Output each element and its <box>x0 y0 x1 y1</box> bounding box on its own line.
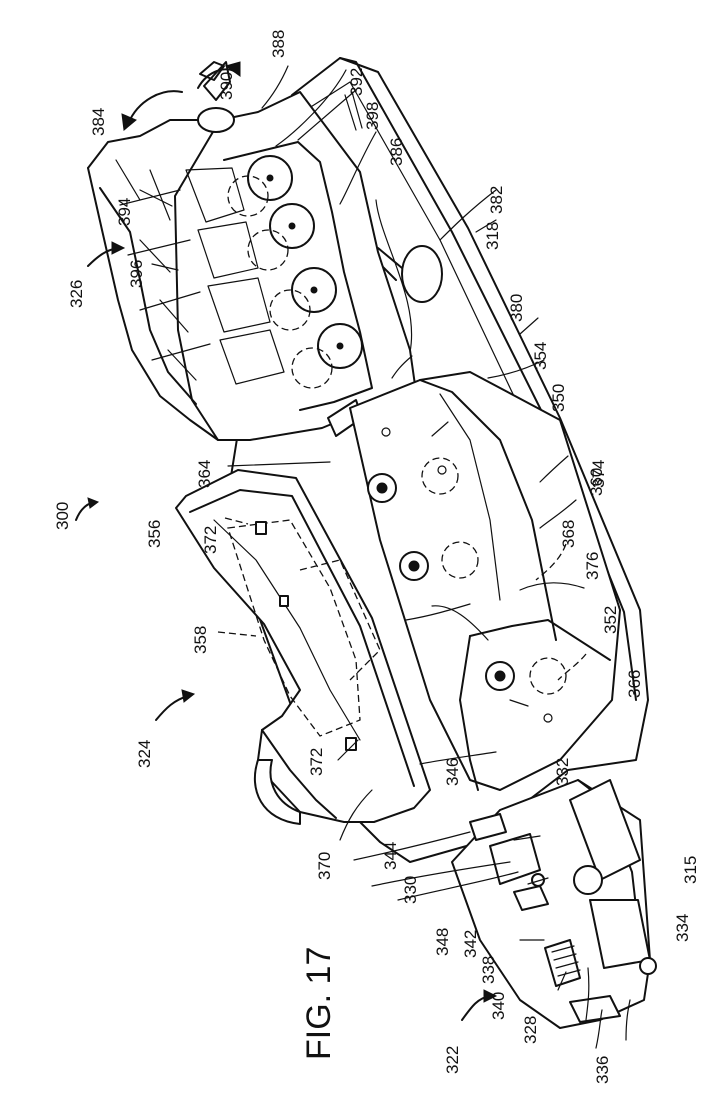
label-372-bottom: 372 <box>307 748 326 776</box>
assembly-arrows <box>75 241 498 1021</box>
label-360: 360 <box>587 468 606 496</box>
label-398: 398 <box>363 102 382 130</box>
label-350: 350 <box>549 384 568 412</box>
label-326: 326 <box>67 280 86 308</box>
label-346: 346 <box>443 758 462 786</box>
label-386: 386 <box>387 138 406 166</box>
pump-housing <box>349 371 621 791</box>
label-374: 374 <box>589 460 608 488</box>
label-352: 352 <box>601 606 620 634</box>
label-392: 392 <box>347 68 366 96</box>
cover <box>175 469 431 825</box>
label-376: 376 <box>583 552 602 580</box>
label-328: 328 <box>521 1016 540 1044</box>
label-334: 334 <box>673 914 692 942</box>
label-342: 342 <box>461 930 480 958</box>
label-370: 370 <box>315 852 334 880</box>
reference-labels: 300 315 318 322 324 326 328 330 332 334 … <box>53 30 700 1084</box>
label-390: 390 <box>217 72 236 100</box>
cartridge <box>451 779 657 1029</box>
label-344: 344 <box>381 842 400 870</box>
label-372-top: 372 <box>201 526 220 554</box>
label-382: 382 <box>487 186 506 214</box>
label-394: 394 <box>115 198 134 226</box>
label-338: 338 <box>479 956 498 984</box>
label-364: 364 <box>195 460 214 488</box>
label-300: 300 <box>53 502 72 530</box>
label-366: 366 <box>625 670 644 698</box>
label-380: 380 <box>507 294 526 322</box>
label-396: 396 <box>127 260 146 288</box>
label-340: 340 <box>489 992 508 1020</box>
label-368: 368 <box>559 520 578 548</box>
label-318: 318 <box>483 222 502 250</box>
label-324: 324 <box>135 740 154 768</box>
label-332: 332 <box>553 758 572 786</box>
label-330: 330 <box>401 876 420 904</box>
label-348: 348 <box>433 928 452 956</box>
rotation-arrows <box>121 61 241 131</box>
label-358: 358 <box>191 626 210 654</box>
label-384: 384 <box>89 108 108 136</box>
label-322: 322 <box>443 1046 462 1074</box>
label-388: 388 <box>269 30 288 58</box>
figure-title: FIG. 17 <box>300 947 338 1060</box>
label-315: 315 <box>681 856 700 884</box>
label-356: 356 <box>145 520 164 548</box>
label-336: 336 <box>593 1056 612 1084</box>
label-354: 354 <box>531 342 550 370</box>
lead-lines <box>139 65 631 1049</box>
